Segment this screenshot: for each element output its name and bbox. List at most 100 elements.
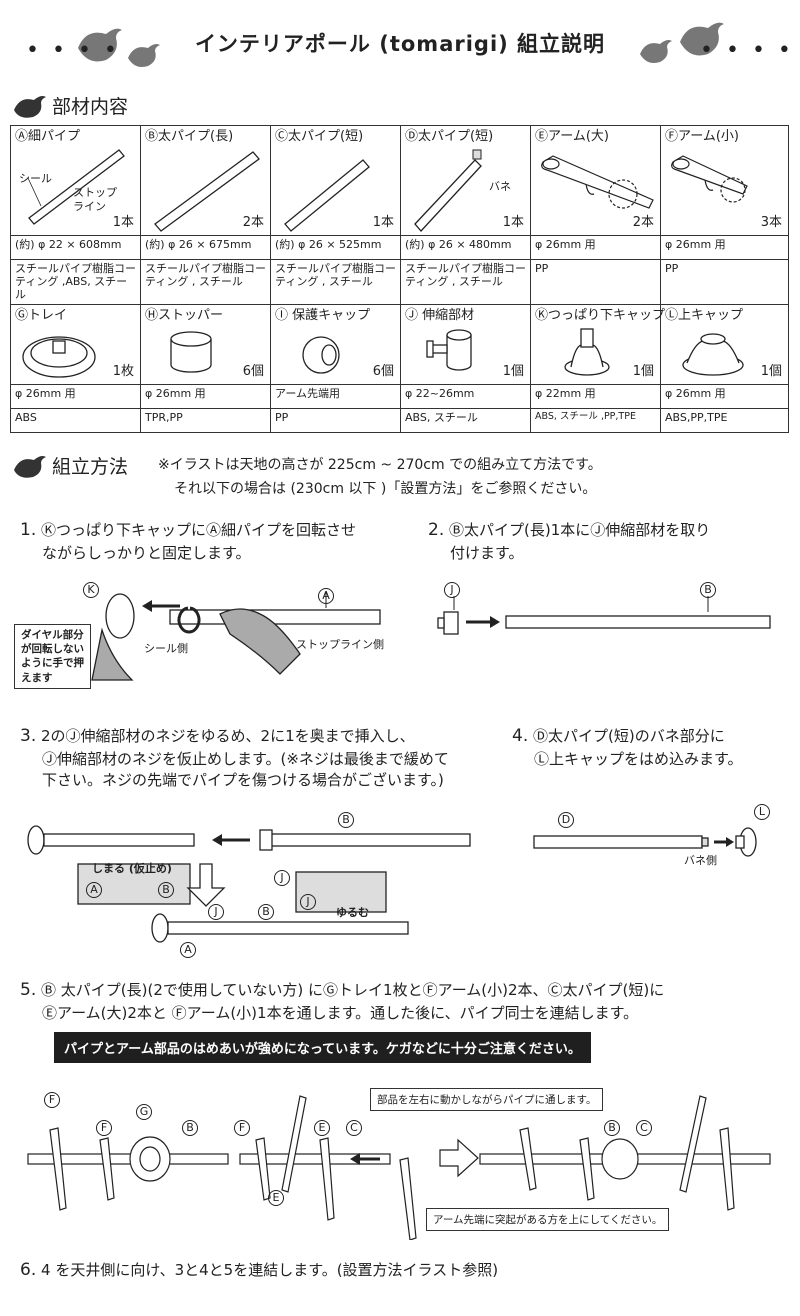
step-6-text: 6. 4 を天井側に向け、3と4と5を連結します。(設置方法イラスト参照) [20, 1258, 498, 1283]
part-qty: 1本 [112, 215, 134, 231]
step-4-d-marker: D [558, 808, 574, 828]
seal-label: シール [19, 172, 52, 185]
step-5-f-marker-3: F [234, 1116, 250, 1136]
bottom-cap-illustration [564, 327, 610, 376]
part-name: Ⓖトレイ [15, 307, 68, 323]
part-k-material: ABS, スチール ,PP,TPE [530, 407, 661, 433]
part-l-material: ABS,PP,TPE [660, 407, 789, 433]
step-5-c-marker: C [346, 1116, 362, 1136]
part-f-material: PP [660, 259, 789, 305]
step-4-line-2: Ⓛ上キャップをはめ込みます。 [534, 749, 743, 768]
part-l-dim: φ 26mm 用 [660, 383, 789, 409]
b-marker: B [158, 882, 174, 898]
part-qty: 1個 [760, 363, 782, 379]
l-marker: L [754, 804, 770, 820]
step-4-l-marker: L [754, 800, 770, 820]
step-2-text: 2. Ⓑ太パイプ(長)1本にⒿ伸縮部材を取り 付けます。 [428, 518, 710, 564]
step-3-b-bottom: B [258, 900, 274, 920]
step-2-j-marker: J [444, 578, 460, 598]
part-qty: 3本 [760, 215, 782, 231]
a-marker: A [86, 882, 102, 898]
step-3-line-1: 2のⒿ伸縮部材のネジをゆるめ、2に1を奥まで挿入し、 [41, 727, 415, 745]
b-marker: B [604, 1120, 620, 1136]
step-number: 5. [20, 980, 37, 1000]
step-1-k-marker: K [83, 578, 99, 598]
part-name: Ⓒ太パイプ(短) [275, 129, 364, 144]
d-marker: D [558, 812, 574, 828]
step-1-line-1: Ⓚつっぱり下キャップにⒶ細パイプを回転させ [41, 521, 357, 539]
step-1-dial-note: ダイヤル部分 が回転しない ように手で押 えます [14, 624, 91, 689]
step-5-b-marker: B [182, 1116, 198, 1136]
step-5-illustration [27, 1095, 771, 1240]
j-marker: J [274, 870, 290, 886]
step-5-f-marker-2: F [96, 1116, 112, 1136]
header-bird-right-group [640, 22, 724, 63]
part-k-cell: Ⓚつっぱり下キャップ 1個 [530, 303, 665, 385]
part-i-material: PP [270, 407, 401, 433]
spring-label: バネ [489, 180, 511, 193]
part-qty: 1本 [502, 215, 524, 231]
stop-label: ストップ [73, 186, 117, 199]
part-qty: 6個 [372, 363, 394, 379]
page-title: インテリアポール (tomarigi) 組立説明 [194, 32, 606, 56]
part-name: Ⓘ 保護キャップ [275, 307, 371, 323]
b-marker: B [338, 812, 354, 828]
step-6-line-1: 4 を天井側に向け、3と4と5を連結します。(設置方法イラスト参照) [41, 1261, 499, 1279]
step-number: 2. [428, 520, 445, 540]
step-5-f-marker-1: F [44, 1088, 60, 1108]
short-pipe-illustration [284, 159, 370, 232]
part-c-dim: (約) φ 26 × 525mm [270, 235, 401, 260]
step-5-text: 5. Ⓑ 太パイプ(長)(2で使用していない方) にⒼトレイ1枚とⒻアーム(小)… [20, 978, 664, 1024]
k-marker: K [83, 582, 99, 598]
b-marker: B [182, 1120, 198, 1136]
tray-illustration [22, 335, 96, 378]
step-3-b-top: B [338, 808, 354, 828]
f-marker: F [44, 1092, 60, 1108]
step-number: 1. [20, 520, 37, 540]
part-name: Ⓚつっぱり下キャップ [535, 307, 666, 323]
part-name: Ⓑ太パイプ(長) [145, 129, 234, 144]
part-a-dim: (約) φ 22 × 608mm [10, 235, 141, 260]
method-heading: 組立方法 [12, 452, 128, 479]
step-number: 3. [20, 726, 37, 746]
step-5-warning: パイプとアーム部品のはめあいが強めになっています。ケガなどに十分ご注意ください。 [54, 1032, 591, 1063]
line-label: ライン [73, 200, 106, 213]
part-qty: 6個 [242, 363, 264, 379]
extension-part-illustration [426, 328, 472, 371]
dial-note-line: ダイヤル部分 [21, 629, 84, 641]
step-1-a-marker: A [318, 584, 334, 604]
step-5-line-1: Ⓑ 太パイプ(長)(2で使用していない方) にⒼトレイ1枚とⒻアーム(小)2本、… [41, 981, 665, 999]
a-marker: A [318, 588, 334, 604]
header-dots-right: • • • • [700, 38, 794, 63]
part-name: Ⓓ太パイプ(短) [405, 129, 494, 144]
part-e-material: PP [530, 259, 661, 305]
part-i-cell: Ⓘ 保護キャップ 6個 [270, 303, 401, 385]
step-3-j-top: J [274, 866, 290, 886]
a-marker: A [180, 942, 196, 958]
step-number: 4. [512, 726, 529, 746]
step-3-a-inset: A [86, 878, 102, 898]
step-4-illustration [533, 827, 757, 857]
part-h-cell: Ⓗストッパー 6個 [140, 303, 271, 385]
part-a-material: スチールパイプ樹脂コーティング ,ABS, スチール [10, 259, 141, 305]
dial-note-line: えます [21, 671, 53, 684]
parts-table: Ⓐ細パイプ シール ストップ ライン 1本 Ⓑ太パイプ(長) 2本 Ⓒ太パイプ(… [10, 125, 789, 433]
parts-heading: 部材内容 [12, 92, 128, 119]
part-qty: 1本 [372, 215, 394, 231]
step-5-note-1: 部品を左右に動かしながらパイプに通します。 [370, 1088, 604, 1111]
step-5-b-marker-2: B [604, 1116, 620, 1136]
part-f-cell: Ⓕアーム(小) 3本 [660, 125, 789, 236]
j-marker: J [208, 904, 224, 920]
large-arm-illustration [541, 155, 654, 209]
part-k-dim: φ 22mm 用 [530, 383, 661, 409]
step-5-line-2: Ⓔアーム(大)2本と Ⓕアーム(小)1本を通します。通した後に、パイプ同士を連結… [42, 1003, 639, 1022]
step-1-seal-label: シール側 [144, 642, 188, 655]
e-marker: E [314, 1120, 330, 1136]
method-note-2: それ以下の場合は (230cm 以下 )「設置方法」をご参照ください。 [174, 481, 597, 497]
step-4-line-1: Ⓓ太パイプ(短)のバネ部分に [533, 727, 725, 745]
step-4-text: 4. Ⓓ太パイプ(短)のバネ部分に Ⓛ上キャップをはめ込みます。 [512, 724, 743, 770]
part-name: Ⓙ 伸縮部材 [405, 307, 475, 323]
step-3-j-bottom: J [208, 900, 224, 920]
f-marker: F [234, 1120, 250, 1136]
g-marker: G [136, 1104, 152, 1120]
